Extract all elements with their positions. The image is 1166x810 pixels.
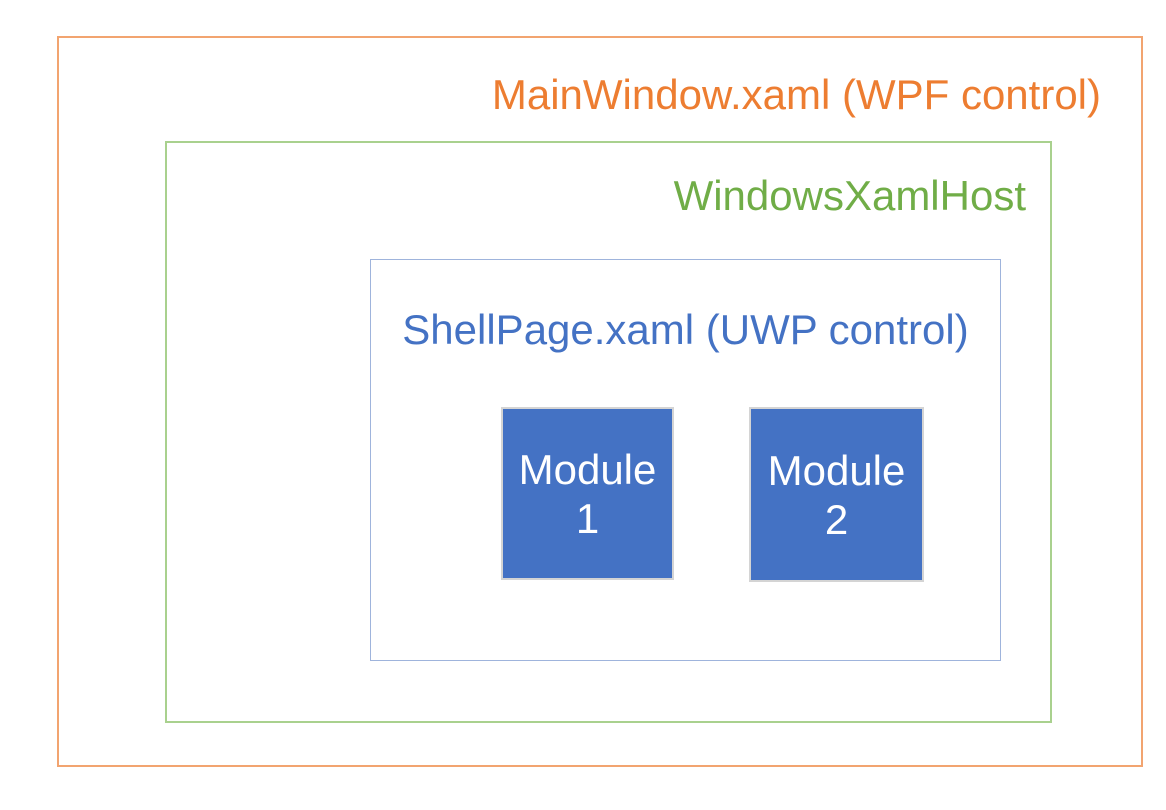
windows-xaml-host-label: WindowsXamlHost <box>673 172 1026 219</box>
module-1-box: Module 1 <box>501 407 674 580</box>
shellpage-uwp-box: ShellPage.xaml (UWP control) <box>370 259 1001 661</box>
module-2-label-line2: 2 <box>824 495 849 543</box>
mainwindow-wpf-box: MainWindow.xaml (WPF control) <box>57 36 1143 767</box>
shellpage-uwp-label: ShellPage.xaml (UWP control) <box>402 306 969 353</box>
mainwindow-wpf-label: MainWindow.xaml (WPF control) <box>491 71 1101 118</box>
module-2-box: Module 2 <box>749 407 924 582</box>
module-2-label-line1: Module <box>767 446 906 494</box>
module-1-label-line2: 1 <box>575 494 600 542</box>
module-1-label-line1: Module <box>518 445 657 493</box>
windows-xaml-host-box: WindowsXamlHost <box>165 141 1052 723</box>
